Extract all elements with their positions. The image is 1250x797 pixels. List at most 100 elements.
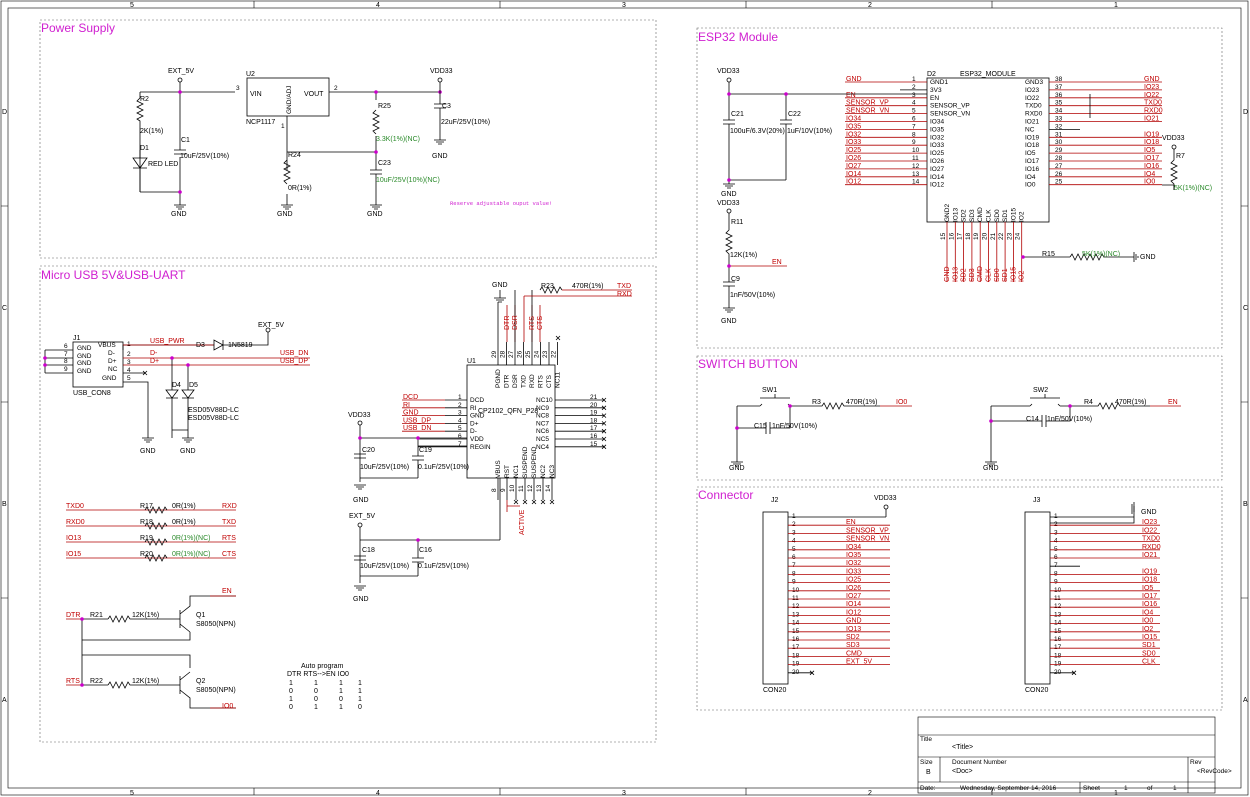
j3-net: IO0 [1142,618,1153,625]
esp-right-num: 35 [1055,100,1063,107]
j3-pinnum: 8 [1054,570,1058,577]
en-net-r11: EN [772,259,782,266]
q2-ref: Q2 [196,678,205,685]
esp-right-pin: NC [1025,126,1035,133]
r3-value: 470R(1%) [846,399,878,406]
gnd-label-7: GND [353,497,369,504]
esp-left-num: 2 [912,84,916,91]
r21-ref: R21 [90,612,103,619]
esp-right-num: 34 [1055,108,1063,115]
gnd-label-esp-1: GND [721,191,737,198]
rrow-left-net: IO13 [66,535,81,542]
j2-pinnum: 17 [792,644,800,651]
rrow-left-net: TXD0 [66,503,84,510]
r25-ref: R25 [378,103,391,110]
j1-pinnum: 3 [127,359,131,366]
auto-program-cell: 1 [314,704,318,711]
j3-net: SD1 [1142,642,1156,649]
j3-net: IO18 [1142,577,1157,584]
u1-bot-num: 13 [536,484,543,492]
border-col-2-top: 2 [868,2,872,9]
u1-cp2102 [466,364,556,479]
r25-resistor [372,109,380,135]
gnd-label-6: GND [180,448,196,455]
esp-right-pin: GND3 [1025,79,1043,86]
u1-left-num: 5 [458,425,462,432]
r15-value: 5K(1%)(NC) [1082,251,1120,258]
u1-bot-num: 10 [509,484,516,492]
switch-section-title: SWITCH BUTTON [698,357,798,371]
j3-net: IO2 [1142,626,1153,633]
u1-bot-pin: RST [504,465,511,478]
j3-pinnum: 19 [1054,661,1062,668]
u1-bot-num: 8 [491,488,498,492]
u1-top-num: 26 [517,350,524,358]
esp-right-net: IO19 [1144,131,1159,138]
tb-rev: <RevCode> [1197,768,1232,775]
esp-right-num: 29 [1055,147,1063,154]
j3-net: IO19 [1142,568,1157,575]
esp-left-pin: GND1 [930,79,948,86]
tb-docnum: <Doc> [952,768,973,775]
power-section-title: Power Supply [41,21,115,35]
q1-value: S8050(NPN) [196,621,236,628]
j1-pin-gnd: GND [77,345,92,352]
usb-section-title: Micro USB 5V&USB-UART [41,268,186,282]
c23-capacitor [370,169,382,205]
dtr-net: DTR [66,612,80,619]
border-col-5-top: 5 [130,2,134,9]
esp-right-num: 26 [1055,171,1063,178]
j2-net: SD2 [846,634,860,641]
esp-left-pin: IO12 [930,182,944,189]
u1-bot-pin: NC3 [549,465,556,478]
d4-ref: D4 [172,382,181,389]
esp-bot-pin: IO15 [1010,208,1017,222]
gnd-label-4: GND [432,153,448,160]
j2-pinnum: 7 [792,562,796,569]
c18-ref: C18 [362,547,375,554]
auto-program-cell: 1 [289,696,293,703]
esp-left-pin: SENSOR_VN [930,111,970,118]
border-row-b-right: B [1243,501,1248,508]
j2-net: IO13 [846,626,861,633]
esp-right-pin: TXD0 [1025,103,1042,110]
r11-resistor [725,213,733,282]
esp-right-pin: IO21 [1025,119,1039,126]
title-block: Title <Title> Size B Document Number <Do… [917,716,1232,794]
j3-net: IO23 [1142,519,1157,526]
esp-right-net: IO18 [1144,139,1159,146]
u2-pin2: 2 [334,85,338,92]
u1-right-num: 19 [590,410,598,417]
r23-ref: R23 [541,283,554,290]
auto-program-cell: 1 [339,704,343,711]
u1-right-pin: NC4 [536,444,549,451]
d2-ref: D2 [927,71,936,78]
q2-value: S8050(NPN) [196,687,236,694]
j2-net: SENSOR_VP [846,527,889,534]
j3-net: RXD0 [1142,544,1161,551]
esp-right-net: GND [1144,76,1160,83]
r3-ref: R3 [812,399,821,406]
j3-pinnum: 16 [1054,636,1062,643]
esp-left-net: IO14 [846,171,861,178]
j1-ref: J1 [73,335,81,342]
auto-program-cell: 0 [289,704,293,711]
rrow-right-net: RTS [222,535,236,542]
u1-bot-pin: NC1 [513,465,520,478]
esp-left-net: EN [846,92,856,99]
esp-right-net: IO16 [1144,163,1159,170]
esp-bot-net: IO13 [952,267,959,282]
auto-program-cell: 0 [314,688,318,695]
c1-ref: C1 [181,137,190,144]
auto-program-cell: 1 [339,680,343,687]
esp-right-num: 30 [1055,139,1063,146]
esp-left-net: IO12 [846,179,861,186]
j2-pinnum: 16 [792,636,800,643]
tb-title: <Title> [952,744,973,751]
j3-pinnum: 9 [1054,579,1058,586]
u1-bot-num: 9 [500,488,507,492]
tb-docnum-label: Document Number [952,759,1007,766]
j2-net: IO14 [846,601,861,608]
j2-pinnum: 3 [792,529,796,536]
